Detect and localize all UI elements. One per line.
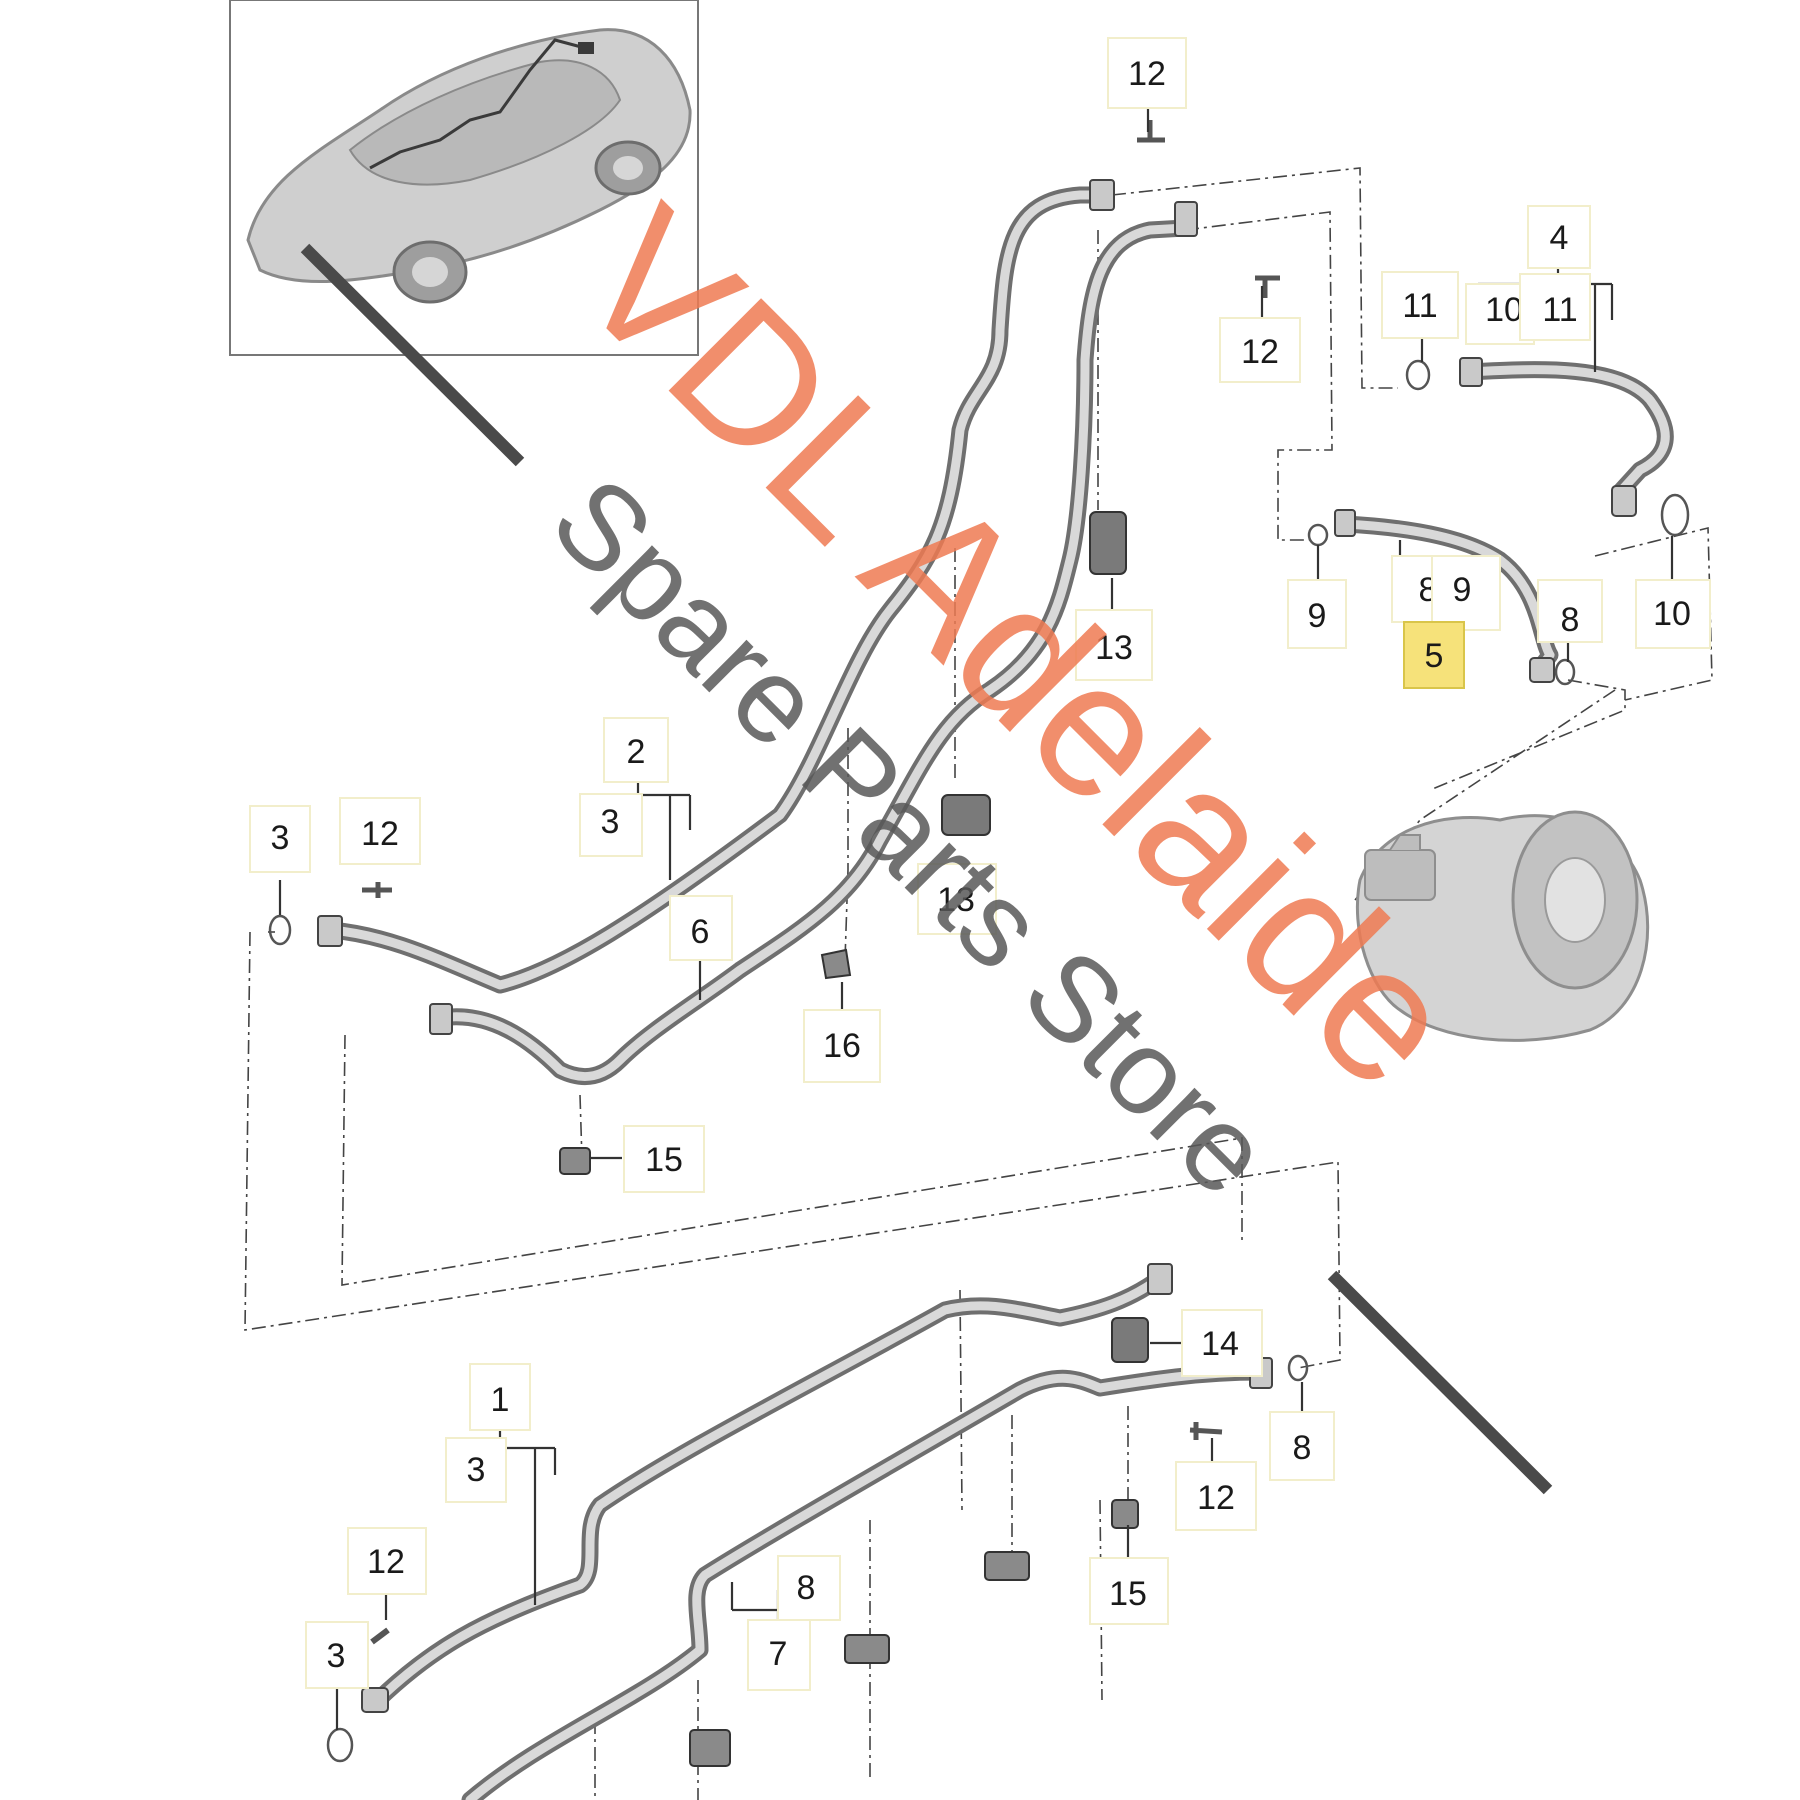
callout-5-highlighted[interactable]: 5 <box>1403 621 1465 689</box>
callout-13[interactable]: 13 <box>1075 609 1153 681</box>
pipe-6 <box>431 219 1194 1086</box>
svg-text:12: 12 <box>361 815 399 853</box>
callout-3[interactable]: 3 <box>305 1621 369 1689</box>
svg-text:3: 3 <box>327 1637 346 1675</box>
svg-text:8: 8 <box>1561 601 1580 639</box>
svg-text:13: 13 <box>937 881 975 919</box>
callout-9[interactable]: 9 <box>1287 579 1347 649</box>
callout-3[interactable]: 3 <box>445 1437 507 1503</box>
callout-15[interactable]: 15 <box>623 1125 705 1193</box>
svg-text:15: 15 <box>645 1141 683 1179</box>
svg-text:9: 9 <box>1453 571 1472 609</box>
car-illustration <box>246 28 692 304</box>
part-callouts: 12 4 11 10 11 12 9 8 9 5 8 10 13 2 3 3 1… <box>249 37 1711 1691</box>
callout-11[interactable]: 11 <box>1381 271 1459 339</box>
callout-1[interactable]: 1 <box>469 1363 531 1431</box>
callout-8[interactable]: 8 <box>777 1555 841 1621</box>
pipe-4 <box>1461 361 1674 501</box>
watermark-bar-bottom <box>1327 1270 1553 1495</box>
callout-10[interactable]: 10 <box>1635 579 1711 649</box>
callout-11[interactable]: 11 <box>1519 273 1591 341</box>
callout-12[interactable]: 12 <box>1107 37 1187 109</box>
callout-12[interactable]: 12 <box>1175 1461 1257 1531</box>
svg-text:10: 10 <box>1653 595 1691 633</box>
callout-15[interactable]: 15 <box>1089 1557 1169 1625</box>
svg-text:15: 15 <box>1109 1575 1147 1613</box>
svg-text:6: 6 <box>691 913 710 951</box>
svg-text:5: 5 <box>1425 637 1444 675</box>
callout-3[interactable]: 3 <box>249 805 311 873</box>
pipe-7 <box>461 1363 1269 1800</box>
callout-16[interactable]: 16 <box>803 1009 881 1083</box>
callout-3[interactable]: 3 <box>579 793 643 857</box>
svg-text:2: 2 <box>627 733 646 771</box>
svg-text:9: 9 <box>1308 597 1327 635</box>
watermark: VDL Adelaide Spare Parts Store <box>300 169 1553 1495</box>
svg-text:12: 12 <box>1241 333 1279 371</box>
callout-12[interactable]: 12 <box>347 1527 427 1595</box>
ac-compressor <box>1355 810 1650 1042</box>
svg-text:1: 1 <box>491 1381 510 1419</box>
callout-14[interactable]: 14 <box>1181 1309 1263 1377</box>
svg-text:11: 11 <box>1542 291 1577 329</box>
callout-4[interactable]: 4 <box>1527 205 1591 269</box>
watermark-bar-top <box>300 243 525 467</box>
callout-12[interactable]: 12 <box>1219 317 1301 383</box>
callout-12[interactable]: 12 <box>339 797 421 865</box>
callout-6[interactable]: 6 <box>669 895 733 961</box>
pipe-fittings <box>317 179 1637 1713</box>
svg-text:12: 12 <box>367 1543 405 1581</box>
pipe-2 <box>321 186 1114 994</box>
vehicle-inset <box>229 0 699 356</box>
callout-7[interactable]: 7 <box>747 1619 811 1691</box>
callout-2[interactable]: 2 <box>603 717 669 783</box>
svg-text:16: 16 <box>823 1027 861 1065</box>
svg-text:8: 8 <box>1293 1429 1312 1467</box>
svg-text:11: 11 <box>1402 287 1437 325</box>
callout-13[interactable]: 13 <box>917 863 997 935</box>
svg-text:8: 8 <box>797 1569 816 1607</box>
svg-text:14: 14 <box>1201 1325 1239 1363</box>
callout-8[interactable]: 8 <box>1269 1411 1335 1481</box>
svg-text:12: 12 <box>1128 55 1166 93</box>
svg-text:4: 4 <box>1550 219 1569 257</box>
svg-text:13: 13 <box>1095 629 1133 667</box>
pipe-1 <box>369 1269 1169 1709</box>
svg-text:3: 3 <box>271 819 290 857</box>
svg-text:7: 7 <box>769 1635 788 1673</box>
refrigerant-pipes <box>321 186 1674 1800</box>
callout-8[interactable]: 8 <box>1537 579 1603 643</box>
svg-text:10: 10 <box>1485 291 1523 329</box>
svg-text:3: 3 <box>467 1451 486 1489</box>
callout-9[interactable]: 9 <box>1431 555 1501 631</box>
svg-text:3: 3 <box>601 803 620 841</box>
svg-text:12: 12 <box>1197 1479 1235 1517</box>
bolts-and-clips <box>362 120 1280 1767</box>
